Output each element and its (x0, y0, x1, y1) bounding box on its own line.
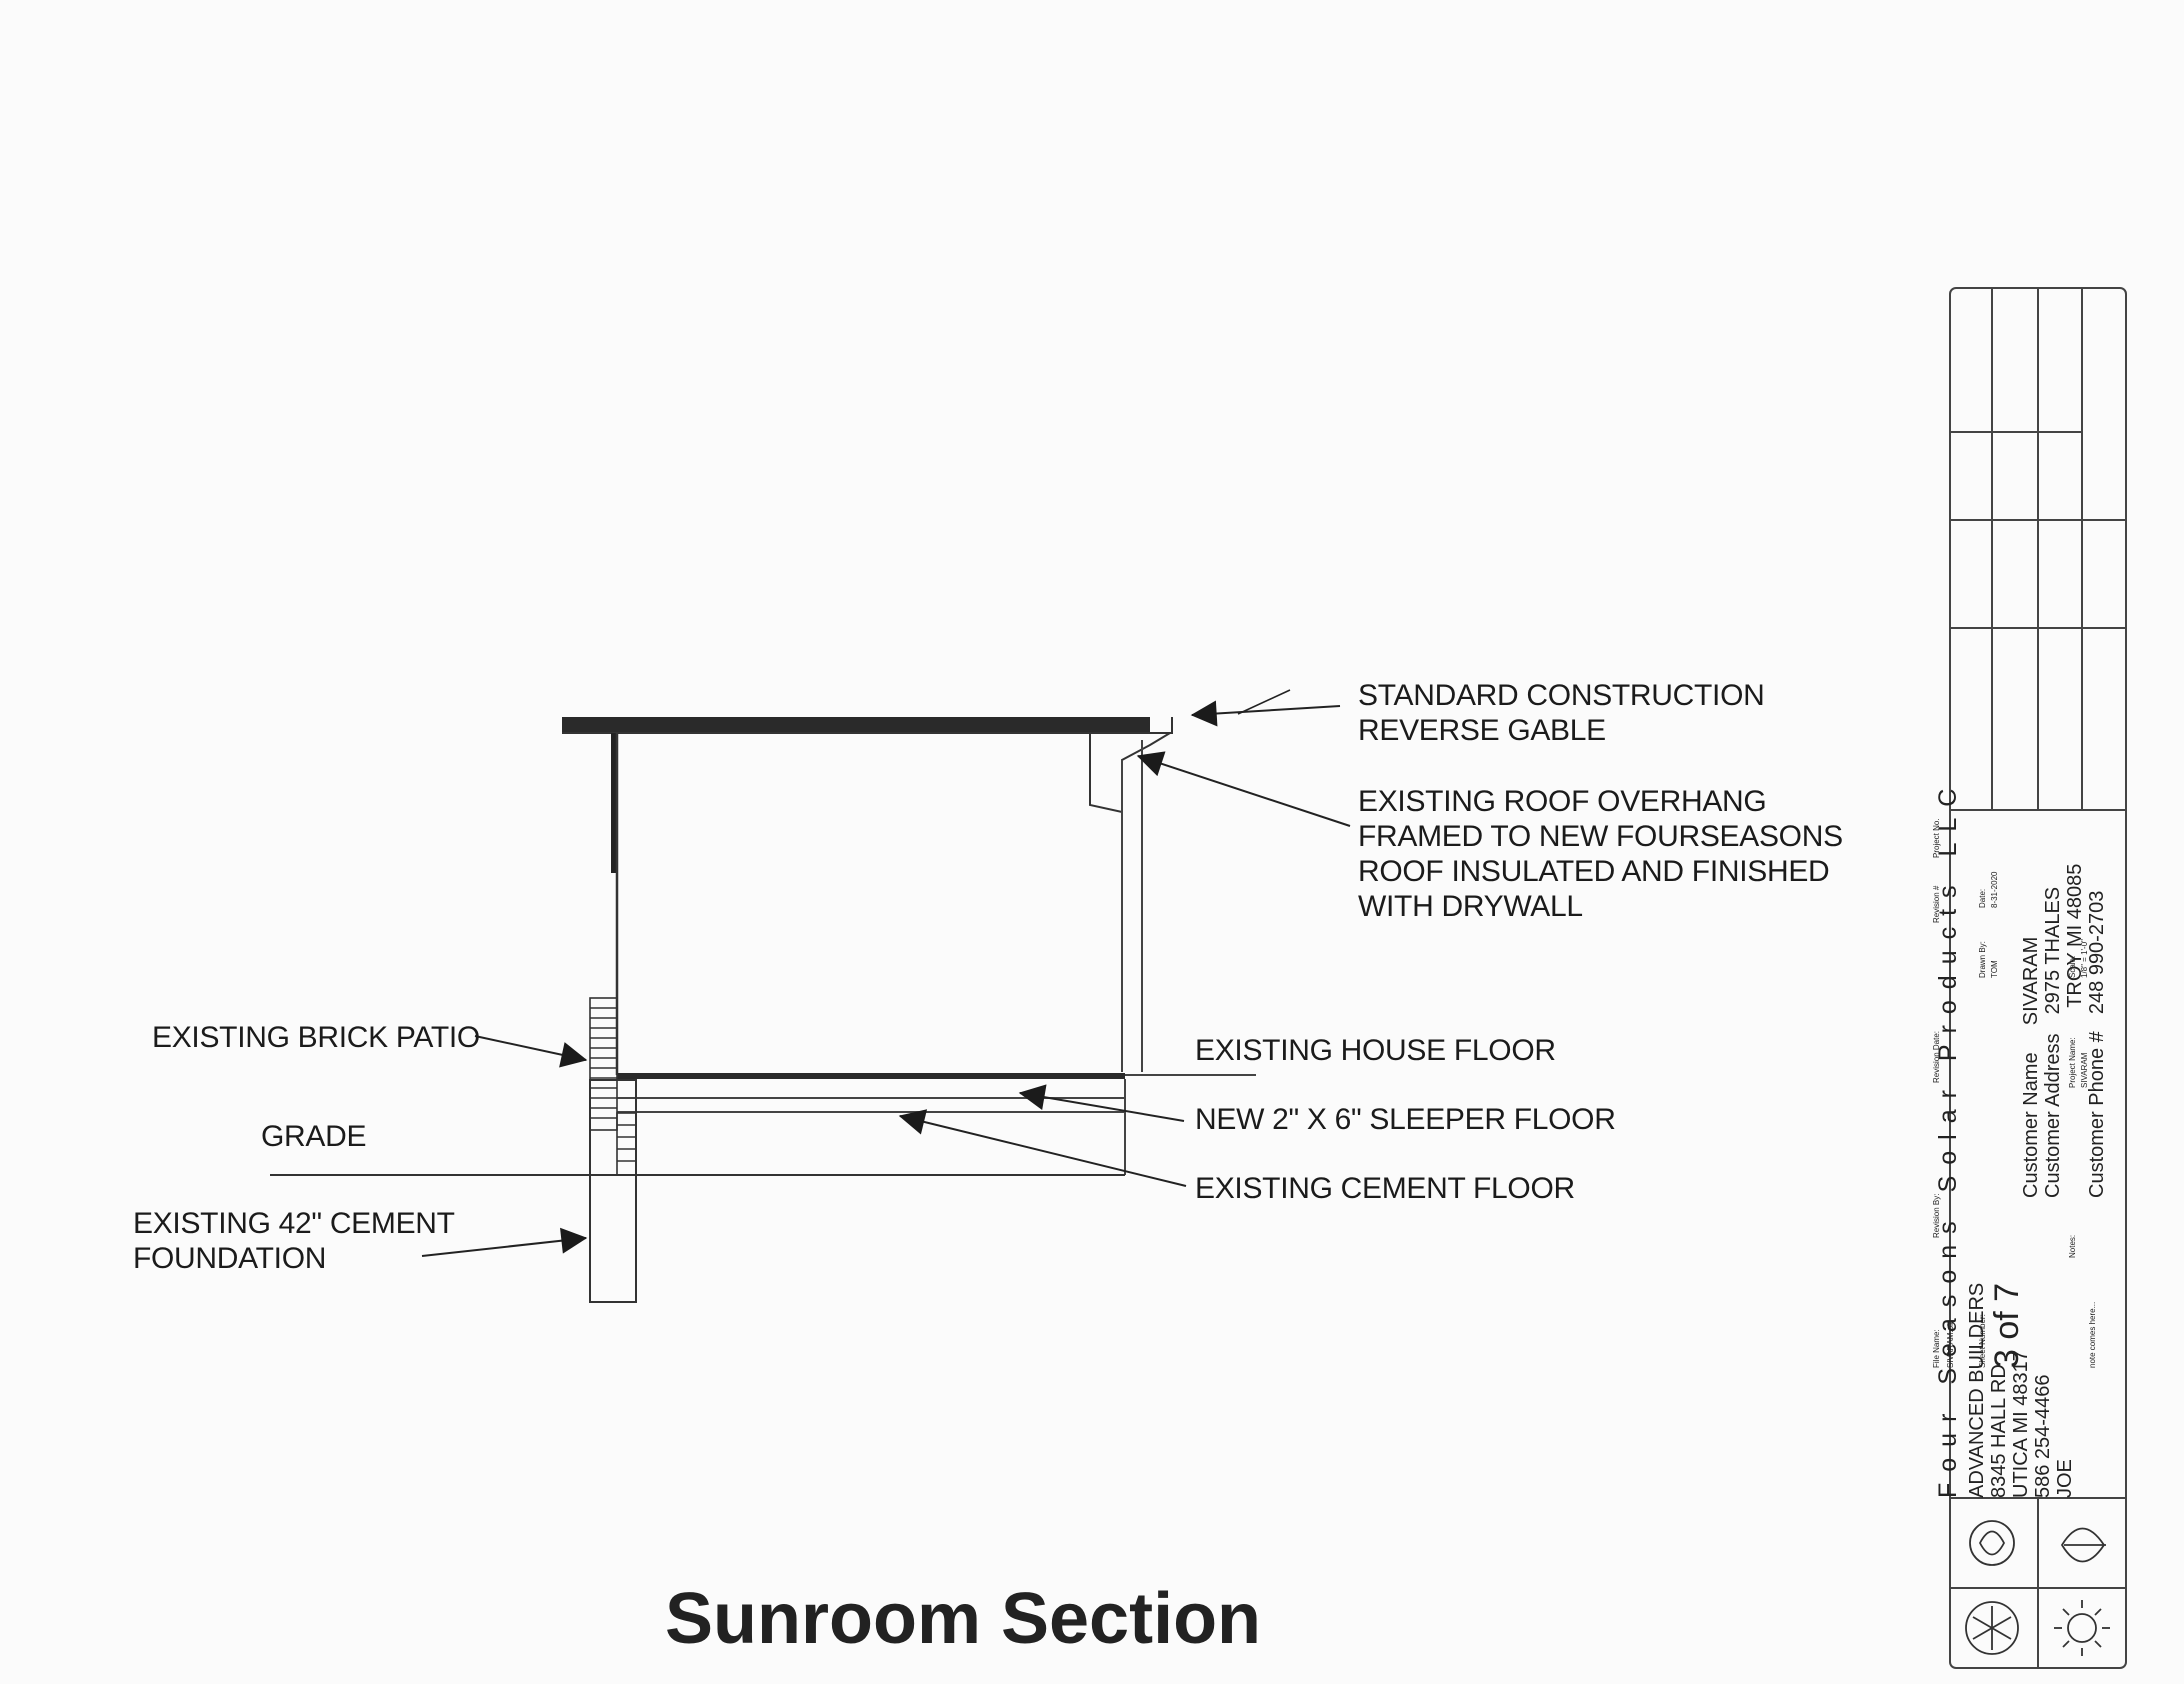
customer-address-label: Customer Address (2042, 1033, 2064, 1198)
file-name: SIVARAM.pln (1946, 1319, 1955, 1368)
sleeper-floor (617, 1073, 1125, 1079)
customer-info: Customer Name SIVARAM Customer Address 2… (2020, 864, 2108, 1198)
label-line: EXISTING 42" CEMENT (133, 1207, 455, 1240)
label-grade: GRADE (261, 1120, 367, 1153)
dealer-contact: JOE (2054, 1459, 2076, 1498)
label-sleeper-floor: NEW 2" X 6" SLEEPER FLOOR (1195, 1103, 1616, 1136)
drawn-by-label: Drawn By: (1978, 941, 1987, 978)
revision-by-label: Revision By: (1932, 1193, 1941, 1238)
leader-cement-floor (898, 1109, 1187, 1187)
brick-patio (589, 997, 637, 1176)
label-line: FRAMED TO NEW FOURSEASONS (1358, 820, 1843, 853)
dealer-city: UTICA MI 48317 (2010, 1350, 2032, 1498)
left-wall (611, 733, 617, 873)
drawing-title: Sunroom Section (665, 1579, 1262, 1659)
notes-text: note comes here... (2088, 1301, 2097, 1368)
roof-panel (562, 717, 1150, 733)
customer-name-label: Customer Name (2020, 1052, 2042, 1198)
leader-brick-patio (474, 1035, 588, 1068)
sheet-number-label: Sheet Number: (1978, 1314, 1987, 1368)
revision-no-label: Revision # (1932, 885, 1941, 923)
customer-address-city: TROY MI 48085 (2064, 863, 2086, 1008)
file-name-label: File Name: (1932, 1329, 1941, 1368)
revision-date-label: Revision Date: (1932, 1030, 1941, 1083)
label-line: ROOF INSULATED AND FINISHED (1358, 855, 1830, 888)
roof-overhang (1089, 732, 1171, 814)
label-brick-patio: EXISTING BRICK PATIO (152, 1021, 480, 1054)
customer-address-street: 2975 THALES (2042, 886, 2064, 1015)
label-line: STANDARD CONSTRUCTION (1358, 679, 1765, 712)
label-cement-floor: EXISTING CEMENT FLOOR (1195, 1172, 1575, 1205)
label-line: REVERSE GABLE (1358, 714, 1606, 747)
label-line: FOUNDATION (133, 1242, 327, 1275)
scale-label: Scale: (2068, 955, 2077, 978)
leader-cement-foundation (421, 1227, 588, 1257)
sheet-number: 3 of 7 (1988, 1282, 2026, 1368)
label-roof-overhang: EXISTING ROOF OVERHANG FRAMED TO NEW FOU… (1358, 784, 1843, 924)
snowflake-icon (1965, 1601, 2019, 1655)
project-name: SIVARAM (2080, 1052, 2089, 1088)
date-label: Date: (1978, 888, 1987, 908)
label-house-floor: EXISTING HOUSE FLOOR (1195, 1034, 1556, 1067)
customer-name: SIVARAM (2020, 936, 2042, 1026)
title-block-frame (1949, 287, 2127, 1669)
leaf-icon (2060, 1527, 2106, 1563)
label-line: WITH DRYWALL (1358, 890, 1583, 923)
dealer-address: 8345 HALL RD (1988, 1364, 2010, 1498)
label-standard-construction: STANDARD CONSTRUCTION REVERSE GABLE (1358, 678, 1765, 748)
label-cement-foundation: EXISTING 42" CEMENT FOUNDATION (133, 1206, 455, 1276)
date-value: 8-31-2020 (1990, 871, 1999, 908)
cement-foundation (589, 1079, 637, 1303)
sun-icon (2054, 1600, 2110, 1656)
title-block: Four Seasons Solar Products LLC ADVANCED… (1928, 288, 2114, 1668)
leader-sleeper-floor (1018, 1084, 1185, 1122)
project-no-label: Project No. (1932, 818, 1941, 858)
leader-standard-construction (1190, 700, 1341, 727)
project-name-label: Project Name: (2068, 1037, 2077, 1088)
label-line: EXISTING ROOF OVERHANG (1358, 785, 1767, 818)
scale-value: 1/8" = 1'-0" (2080, 938, 2089, 978)
notes-label: Notes: (2068, 1234, 2077, 1258)
leader-roof-overhang (1136, 751, 1351, 827)
flower-icon (1969, 1520, 2015, 1566)
drawn-by: TOM (1990, 960, 1999, 978)
dealer-phone: 586 254-4466 (2032, 1374, 2054, 1498)
